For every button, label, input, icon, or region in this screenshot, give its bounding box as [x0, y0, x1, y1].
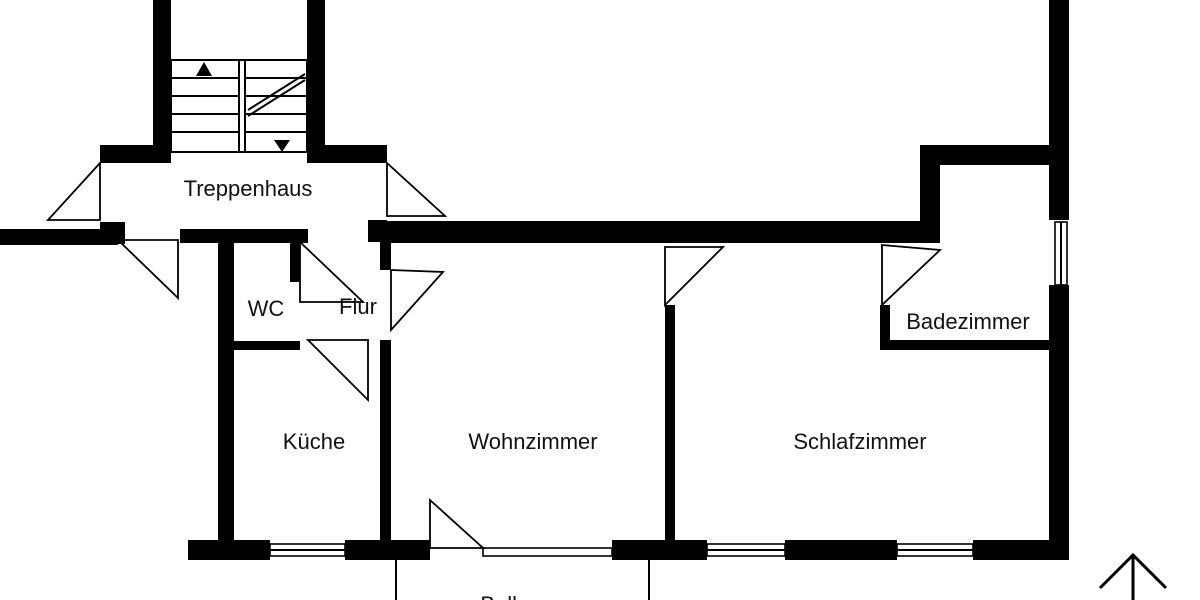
stairwell-walls	[100, 0, 387, 163]
room-label-living: Wohnzimmer	[468, 429, 597, 454]
north-arrow-icon	[1098, 552, 1168, 600]
room-label-bedroom: Schlafzimmer	[793, 429, 926, 454]
balcony	[395, 560, 650, 600]
stair-bottom-left-wall	[100, 222, 125, 244]
windows	[269, 221, 1068, 557]
staircase-steps	[170, 59, 308, 153]
left-wall	[0, 229, 118, 245]
stairwell-doors	[45, 160, 448, 301]
room-label-kitchen: Küche	[283, 429, 345, 454]
room-label-wc: WC	[248, 296, 285, 321]
room-label-bathroom: Badezimmer	[906, 309, 1029, 334]
main-walls	[180, 0, 1069, 560]
interior-doors	[299, 239, 943, 549]
room-label-balcony: Balkon	[480, 592, 547, 600]
room-label-stairwell: Treppenhaus	[184, 176, 313, 201]
room-label-hallway: Flur	[339, 294, 377, 319]
